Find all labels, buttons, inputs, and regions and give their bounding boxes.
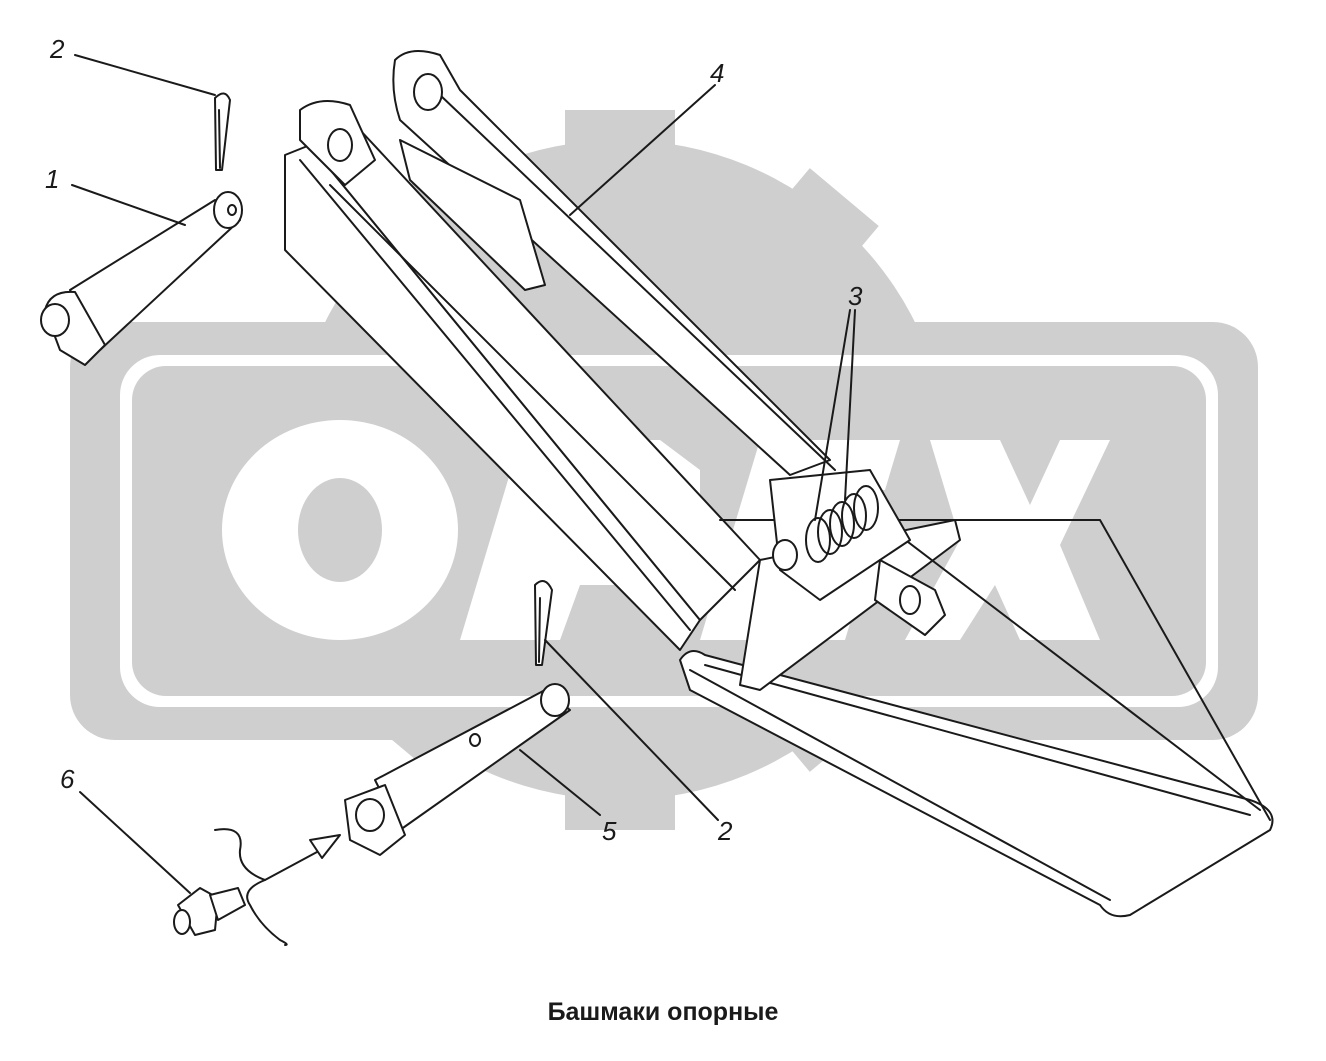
callout-4: 4 [710, 58, 724, 88]
pin-1 [40, 191, 243, 366]
pin-5 [344, 683, 571, 856]
grease-fitting-6 [173, 887, 246, 936]
cotter-pin-bottom [534, 580, 553, 666]
callout-5: 5 [602, 816, 617, 846]
callout-2-top: 2 [49, 34, 65, 64]
cotter-pin-top [214, 92, 231, 171]
leader-lines [71, 54, 856, 894]
callout-2-bottom: 2 [717, 816, 733, 846]
assembly-arrow [214, 828, 341, 946]
support-shoe [284, 50, 1274, 918]
callout-3: 3 [848, 281, 863, 311]
callout-6: 6 [60, 764, 75, 794]
callout-1: 1 [45, 164, 59, 194]
figure-caption: Башмаки опорные [547, 998, 779, 1026]
callouts: 2 1 3 4 5 2 6 [45, 34, 863, 846]
